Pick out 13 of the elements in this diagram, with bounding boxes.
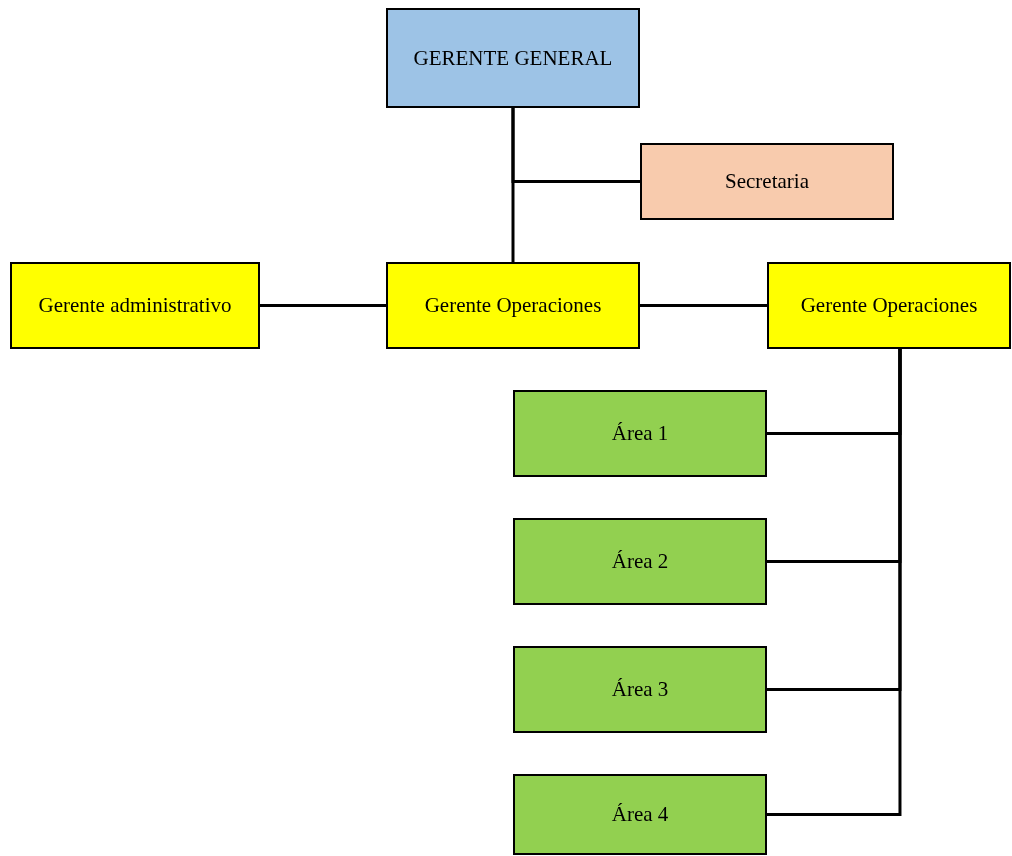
- connector-line: [640, 304, 767, 307]
- manager-box: Gerente Operaciones: [386, 262, 640, 349]
- general-manager-box: GERENTE GENERAL: [386, 8, 640, 108]
- secretary-box: Secretaria: [640, 143, 894, 220]
- connector-line: [260, 304, 386, 307]
- area-box: Área 1: [513, 390, 767, 477]
- connector-line: [767, 349, 902, 816]
- manager-box: Gerente Operaciones: [767, 262, 1011, 349]
- area-box: Área 4: [513, 774, 767, 855]
- area-box: Área 2: [513, 518, 767, 605]
- area-box: Área 3: [513, 646, 767, 733]
- connector-line: [511, 108, 640, 183]
- manager-box: Gerente administrativo: [10, 262, 260, 349]
